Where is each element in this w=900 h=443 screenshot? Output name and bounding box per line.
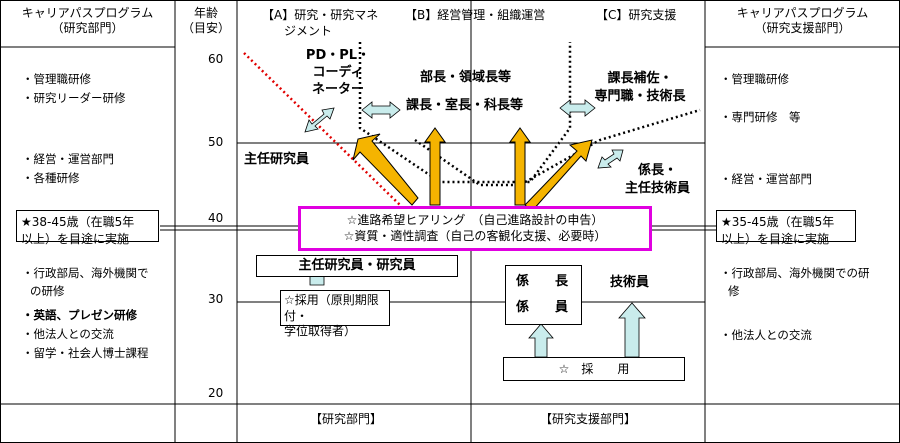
role-technician: 技術員 bbox=[610, 275, 650, 290]
left-header-line2: （研究部門） bbox=[51, 21, 124, 35]
teal-double-arrows bbox=[304, 99, 624, 169]
role-chief-clerk: 係 長 bbox=[516, 274, 569, 289]
aptitude-survey-line: ☆資質・適性調査（自己の客観化支援、必要時） bbox=[343, 229, 607, 244]
list-item: ・管理職研修 bbox=[720, 72, 789, 86]
left-header-line1: キャリアパスプログラム bbox=[21, 6, 154, 20]
list-item: の研修 bbox=[30, 284, 65, 298]
orange-arrows bbox=[352, 127, 593, 212]
right-header-line2: （研究支援部門） bbox=[754, 21, 851, 35]
list-item: ・留学・社会人博士課程 bbox=[22, 346, 149, 360]
role-clerk: 係 員 bbox=[516, 300, 569, 315]
role-senior-researcher: 主任研究員 bbox=[244, 152, 310, 167]
research-hiring-box: ☆採用（原則期限付・ 学位取得者） bbox=[280, 290, 390, 338]
column-c-header: 【C】研究支援 bbox=[596, 8, 677, 22]
right-panel-header: キャリアパスプログラム （研究支援部門） bbox=[705, 6, 900, 36]
footer-research-label: 【研究部門】 bbox=[310, 412, 383, 426]
age-tick-20: 20 bbox=[208, 386, 224, 400]
footer-support-label: 【研究支援部門】 bbox=[540, 412, 637, 426]
age-tick-60: 60 bbox=[208, 52, 224, 66]
left-note-line1: ★38-45歳（在職5年 bbox=[21, 215, 135, 229]
right-note-line1: ★35-45歳（在職5年 bbox=[721, 215, 835, 229]
list-item: ・他法人との交流 bbox=[720, 328, 812, 342]
list-item: ・行政部局、海外機関で bbox=[22, 266, 149, 280]
age-tick-40: 40 bbox=[208, 211, 224, 225]
list-item: ・行政部局、海外機関での研 bbox=[720, 266, 870, 280]
role-pd-pl-coordinator: PD・PL・ コーディ ネーター bbox=[305, 48, 371, 97]
left-note-box: ★38-45歳（在職5年 以上）を目途に実施 bbox=[16, 210, 159, 246]
age-tick-30: 30 bbox=[208, 292, 224, 306]
right-header-line1: キャリアパスプログラム bbox=[736, 6, 869, 20]
role-section-chief: 課長・室長・科長等 bbox=[406, 98, 524, 113]
column-a-header: 【A】研究・研究マネ ジメント bbox=[262, 8, 378, 39]
age-tick-50: 50 bbox=[208, 135, 224, 149]
red-dotted-line bbox=[243, 52, 401, 206]
column-b-header: 【B】経営管理・組織運営 bbox=[405, 8, 546, 22]
list-item: ・英語、プレゼン研修 bbox=[22, 308, 137, 322]
support-dotted-path bbox=[414, 108, 701, 187]
list-item: ・他法人との交流 bbox=[22, 327, 114, 341]
column-a-line2: ジメント bbox=[284, 23, 333, 38]
left-note-line2: 以上）を目途に実施 bbox=[21, 232, 130, 246]
role-department-head: 部長・領域長等 bbox=[420, 70, 512, 85]
column-a-line1: 【A】研究・研究マネ bbox=[262, 8, 379, 22]
age-header-line2: （目安） bbox=[181, 21, 230, 35]
list-item: ・管理職研修 bbox=[22, 72, 91, 86]
age-header-line1: 年齢 bbox=[193, 6, 218, 20]
list-item: ・専門研修 等 bbox=[720, 110, 801, 124]
right-note-line2: 以上）を目途に実施 bbox=[721, 232, 830, 246]
career-hearing-line: ☆進路希望ヒアリング （自己進路設計の申告） bbox=[346, 213, 604, 227]
support-hiring-box: ☆ 採 用 bbox=[503, 357, 685, 381]
role-subsection-chief: 係長・ 主任技術員 bbox=[624, 163, 690, 197]
role-deputy-specialist: 課長補佐・ 専門職・技術長 bbox=[594, 71, 686, 105]
list-item: ・研究リーダー研修 bbox=[22, 91, 126, 105]
management-dotted-path bbox=[358, 42, 572, 184]
list-item: 修 bbox=[728, 284, 740, 298]
researcher-box: 主任研究員・研究員 bbox=[256, 255, 458, 277]
list-item: ・経営・運営部門 bbox=[720, 172, 812, 186]
age-axis-header: 年齢 （目安） bbox=[175, 6, 237, 36]
staff-grade-box: 係 長 係 員 bbox=[505, 265, 582, 325]
list-item: ・各種研修 bbox=[22, 171, 80, 185]
teal-up-arrows bbox=[303, 261, 646, 358]
left-panel-header: キャリアパスプログラム （研究部門） bbox=[0, 6, 175, 36]
right-note-box: ★35-45歳（在職5年 以上）を目途に実施 bbox=[716, 210, 856, 246]
list-item: ・経営・運営部門 bbox=[22, 152, 114, 166]
career-hearing-box: ☆進路希望ヒアリング （自己進路設計の申告） ☆資質・適性調査（自己の客観化支援… bbox=[298, 206, 652, 251]
